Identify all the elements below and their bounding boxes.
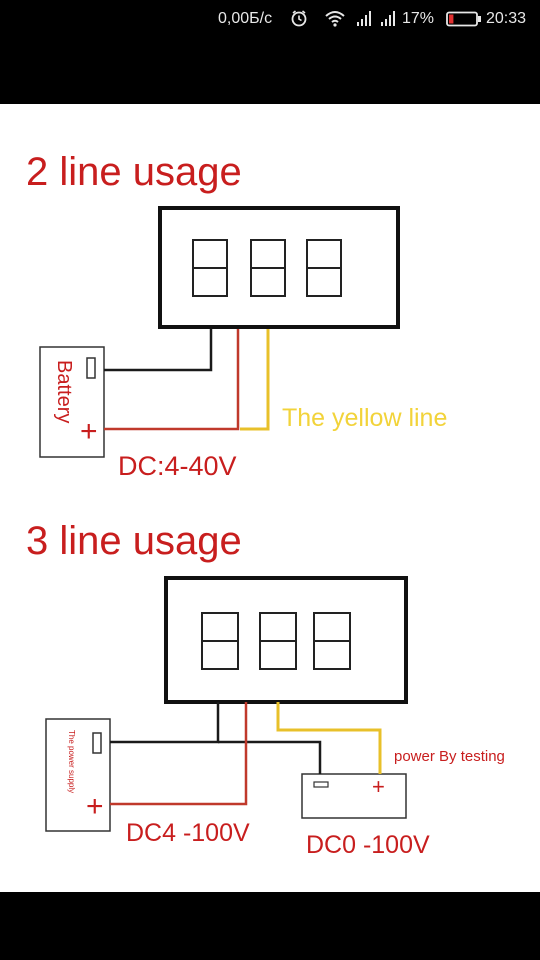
power-supply-label: The power supply bbox=[67, 730, 76, 793]
black-wire-2-branch bbox=[218, 740, 322, 774]
diagram-canvas: 2 line usage Battery + The yellow line D… bbox=[0, 104, 540, 892]
status-bar: 0,00Б/с 17% bbox=[0, 0, 540, 40]
test-minus-terminal bbox=[313, 781, 329, 788]
battery-box bbox=[39, 346, 105, 458]
power-testing-label: power By testing bbox=[394, 748, 505, 765]
two-line-title: 2 line usage bbox=[26, 150, 242, 194]
red-wire-1 bbox=[104, 329, 240, 431]
wiring-diagram: 2 line usage Battery + The yellow line D… bbox=[26, 150, 505, 859]
wifi-icon bbox=[324, 9, 346, 32]
yellow-line-label: The yellow line bbox=[282, 404, 447, 432]
test-voltage-label: DC0 -100V bbox=[306, 831, 430, 859]
supply-minus-terminal bbox=[92, 732, 102, 754]
signal-icon-2 bbox=[380, 9, 396, 32]
supply-voltage-label: DC4 -100V bbox=[126, 819, 250, 847]
network-speed: 0,00Б/с bbox=[218, 10, 273, 27]
supply-plus-terminal: + bbox=[86, 790, 104, 823]
two-line-voltage-label: DC:4-40V bbox=[118, 451, 237, 481]
digit-2-2 bbox=[259, 612, 297, 670]
digit-1-1 bbox=[192, 239, 228, 297]
digit-1-3 bbox=[306, 239, 342, 297]
battery-fill bbox=[449, 14, 454, 24]
battery-label: Battery bbox=[53, 360, 75, 423]
battery-plus-terminal: + bbox=[80, 415, 98, 448]
black-wire-2 bbox=[110, 702, 220, 744]
black-wire-1 bbox=[104, 329, 213, 372]
test-source-box bbox=[301, 773, 407, 819]
digit-2-1 bbox=[201, 612, 239, 670]
digit-1-2 bbox=[250, 239, 286, 297]
yellow-wire-2 bbox=[276, 702, 382, 774]
signal-icon-1 bbox=[356, 9, 372, 32]
three-line-title: 3 line usage bbox=[26, 519, 242, 563]
alarm-icon bbox=[290, 9, 308, 32]
clock: 20:33 bbox=[486, 10, 527, 27]
yellow-wire-1 bbox=[240, 329, 270, 431]
power-supply-box bbox=[45, 718, 111, 832]
test-plus-terminal: + bbox=[372, 774, 385, 799]
digit-2-3 bbox=[313, 612, 351, 670]
red-wire-2 bbox=[110, 702, 248, 806]
battery-icon bbox=[446, 11, 482, 32]
battery-percent: 17% bbox=[402, 10, 435, 27]
battery-minus-terminal bbox=[86, 357, 96, 379]
